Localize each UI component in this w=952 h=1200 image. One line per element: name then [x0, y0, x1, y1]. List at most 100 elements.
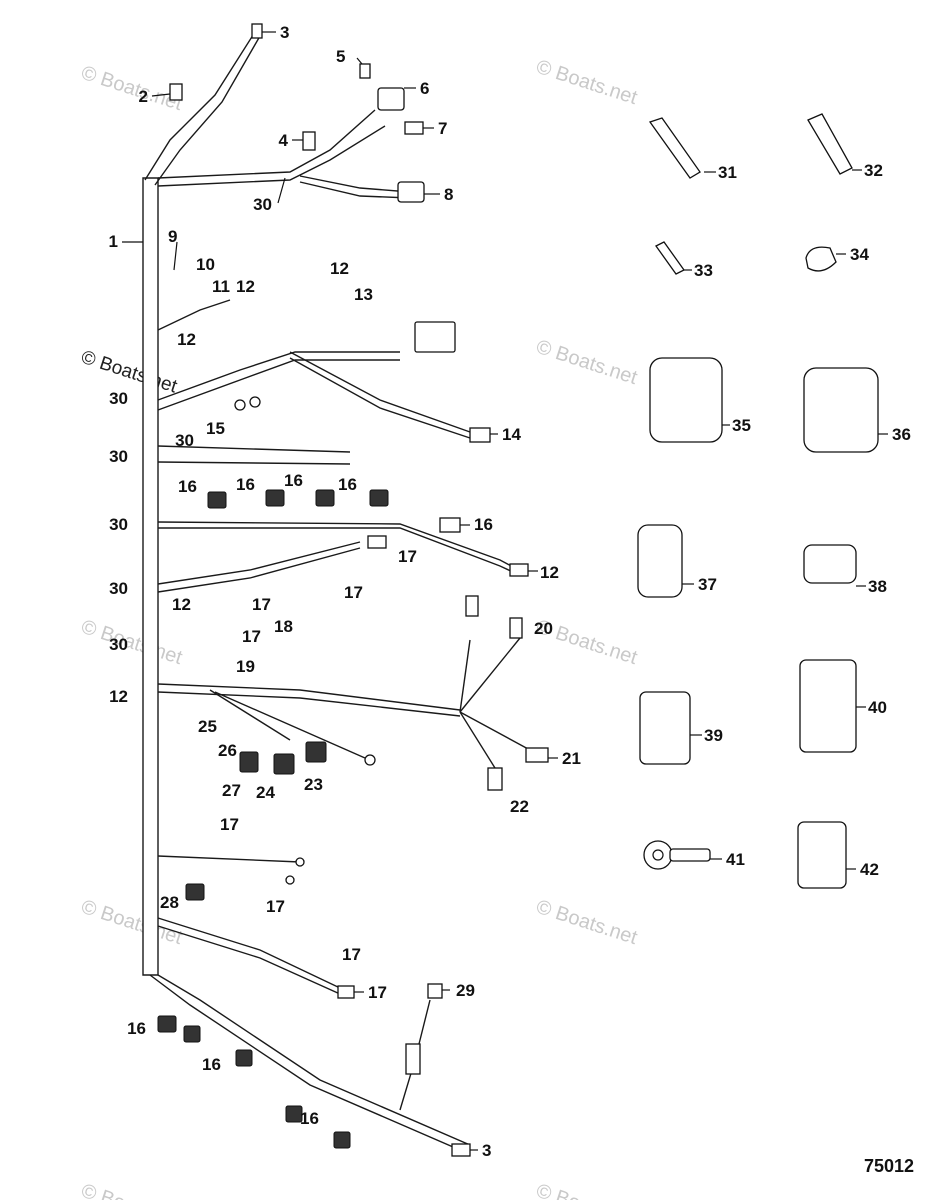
callout-32: 32 — [864, 161, 883, 180]
connector-icon — [315, 489, 335, 507]
connector-icon — [397, 181, 425, 203]
callout-17: 17 — [220, 815, 239, 834]
connector-icon — [405, 1043, 421, 1075]
callout-16: 16 — [338, 475, 357, 494]
callout-42: 42 — [860, 860, 879, 879]
callout-14: 14 — [502, 425, 521, 444]
connector-housing-icon — [803, 367, 879, 453]
callout-1: 1 — [109, 232, 118, 251]
watermark-strong: © Boats.net — [78, 347, 180, 398]
connector-icon — [359, 63, 371, 79]
connector-icon — [285, 1105, 303, 1123]
connector-housing-icon — [639, 691, 691, 765]
callout-16: 16 — [178, 477, 197, 496]
callout-23: 23 — [304, 775, 323, 794]
callout-17: 17 — [242, 627, 261, 646]
connector-icon — [333, 1131, 351, 1149]
callout-25: 25 — [198, 717, 217, 736]
callout-28: 28 — [160, 893, 179, 912]
callout-16: 16 — [202, 1055, 221, 1074]
connector-icon — [169, 83, 183, 101]
callout-13: 13 — [354, 285, 373, 304]
watermark: © Boats.net — [78, 62, 185, 115]
callout-17: 17 — [398, 547, 417, 566]
callout-12: 12 — [109, 687, 128, 706]
watermark: © Boats.net — [78, 1180, 185, 1200]
callout-22: 22 — [510, 797, 529, 816]
connector-icon — [273, 753, 295, 775]
connector-icon — [469, 427, 491, 443]
callout-35: 35 — [732, 416, 751, 435]
callout-31: 31 — [718, 163, 737, 182]
connector-icon — [509, 563, 529, 577]
callout-17: 17 — [252, 595, 271, 614]
callout-10: 10 — [196, 255, 215, 274]
callout-30: 30 — [109, 447, 128, 466]
callout-16: 16 — [474, 515, 493, 534]
callout-12: 12 — [540, 563, 559, 582]
connector-housing-icon — [799, 659, 857, 753]
callout-30: 30 — [109, 515, 128, 534]
callout-16: 16 — [127, 1019, 146, 1038]
terminal-tube-icon — [648, 117, 701, 179]
callout-16: 16 — [284, 471, 303, 490]
callout-33: 33 — [694, 261, 713, 280]
connector-icon — [235, 1049, 253, 1067]
connector-icon — [367, 535, 387, 549]
sleeve-tube-icon — [807, 113, 853, 175]
callout-20: 20 — [534, 619, 553, 638]
callout-17: 17 — [342, 945, 361, 964]
callout-39: 39 — [704, 726, 723, 745]
callout-26: 26 — [218, 741, 237, 760]
connector-icon — [465, 595, 479, 617]
callout-17: 17 — [344, 583, 363, 602]
callout-18: 18 — [274, 617, 293, 636]
watermark: © Boats.net — [533, 56, 640, 109]
callout-12: 12 — [172, 595, 191, 614]
connector-icon — [239, 751, 259, 773]
callout-21: 21 — [562, 749, 581, 768]
connector-icon — [439, 517, 461, 533]
connector-icon — [185, 883, 205, 901]
connector-housing-icon — [637, 524, 683, 598]
connector-icon — [414, 321, 456, 353]
harness-trunk — [142, 31, 531, 1151]
connector-icon — [509, 617, 523, 639]
ring-terminal-icon — [295, 857, 305, 867]
callout-29: 29 — [456, 981, 475, 1000]
harness-connectors — [157, 23, 549, 1157]
callout-17: 17 — [266, 897, 285, 916]
connector-icon — [377, 87, 405, 111]
ring-terminal-icon — [364, 754, 376, 766]
callout-2: 2 — [139, 87, 148, 106]
callout-36: 36 — [892, 425, 911, 444]
callout-4: 4 — [279, 131, 289, 150]
callout-30: 30 — [109, 389, 128, 408]
callout-3: 3 — [280, 23, 289, 42]
watermark: © Boats.net — [533, 896, 640, 949]
clip-icon — [805, 246, 837, 272]
ring-terminal-icon — [234, 399, 246, 411]
callout-3: 3 — [482, 1141, 491, 1160]
ring-terminal-icon — [285, 875, 295, 885]
connector-housing-icon — [649, 357, 723, 443]
connector-icon — [525, 747, 549, 763]
callout-38: 38 — [868, 577, 887, 596]
watermark: © Boats.net — [78, 616, 185, 669]
connector-icon — [183, 1025, 201, 1043]
figure-number: 75012 — [864, 1156, 914, 1176]
callout-30: 30 — [175, 431, 194, 450]
callout-15: 15 — [206, 419, 225, 438]
connector-icon — [404, 121, 424, 135]
callout-17: 17 — [368, 983, 387, 1002]
callout-34: 34 — [850, 245, 869, 264]
callout-11: 11 — [212, 277, 230, 296]
ring-terminal-icon — [249, 396, 261, 408]
callout-37: 37 — [698, 575, 717, 594]
pin-icon — [655, 241, 685, 275]
connector-housing-icon — [803, 544, 857, 584]
callout-12: 12 — [236, 277, 255, 296]
connector-icon — [305, 741, 327, 763]
callout-30: 30 — [109, 635, 128, 654]
